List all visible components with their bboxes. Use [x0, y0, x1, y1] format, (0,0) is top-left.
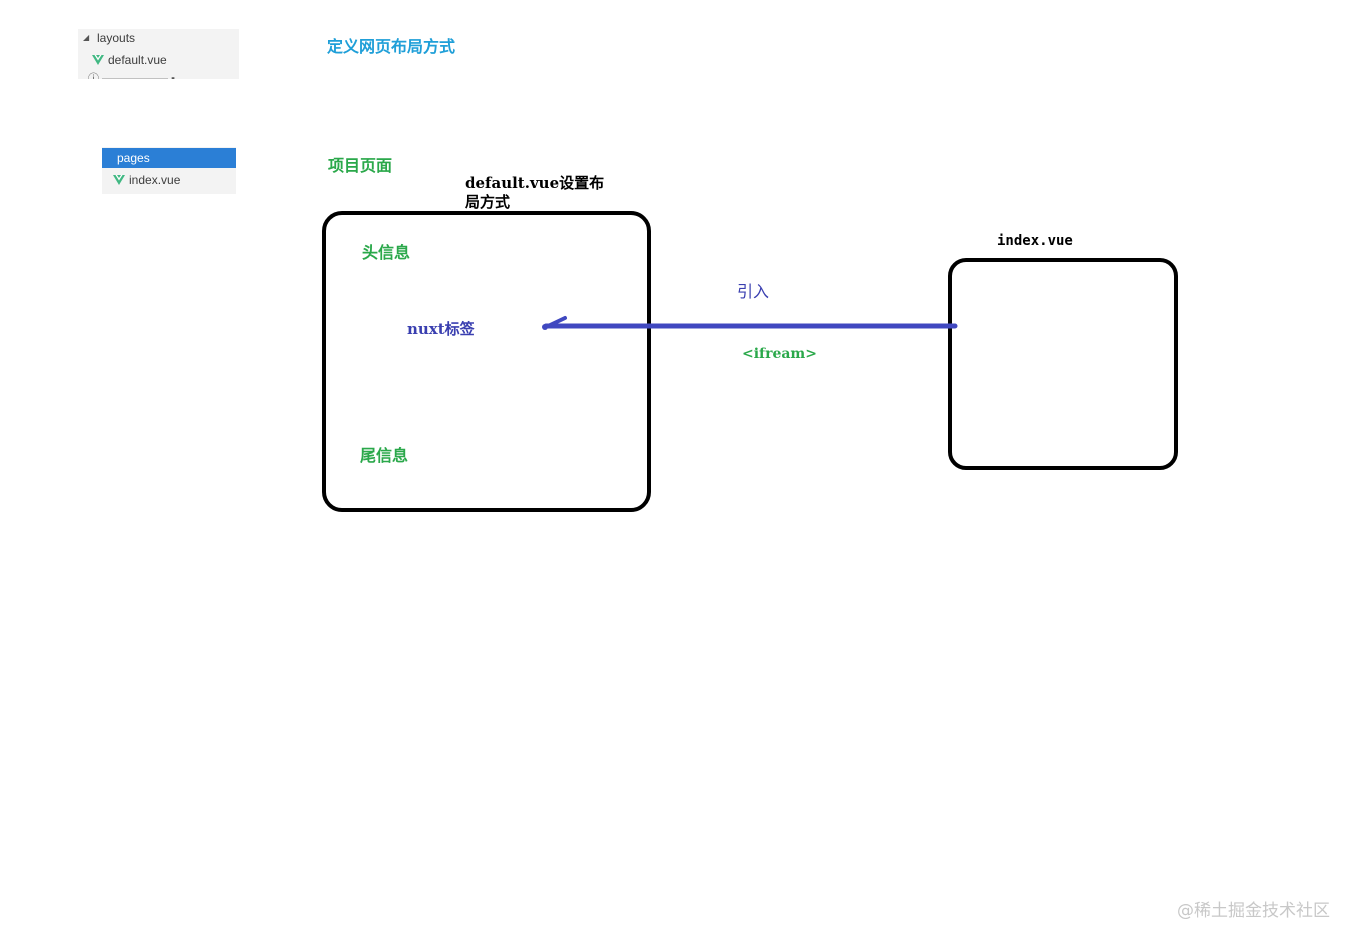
layout-box — [322, 211, 651, 512]
tree-folder-pages[interactable]: pages — [102, 148, 236, 168]
explorer-layouts-panel: ◢ layouts default.vue ⓘ ▬▬▬▬▬▬ ▪ — [78, 29, 239, 79]
index-box — [948, 258, 1178, 470]
explorer-pages-panel: pages index.vue — [102, 147, 236, 194]
layout-caption: default.vue设置布 局方式 — [465, 174, 604, 212]
iframe-label: <ifream> — [742, 346, 817, 362]
head-info-label: 头信息 — [362, 243, 411, 262]
file-label: index.vue — [129, 173, 181, 187]
file-label: default.vue — [108, 53, 167, 67]
layout-caption-line1: default.vue设置布 — [465, 174, 605, 192]
nuxt-tag-label: nuxt标签 — [407, 320, 475, 338]
layout-title: 定义网页布局方式 — [327, 37, 456, 56]
folder-label: layouts — [97, 31, 136, 45]
tree-folder-layouts[interactable]: ◢ layouts — [78, 29, 239, 48]
watermark: @稀土掘金技术社区 — [1177, 901, 1330, 921]
project-pages-title: 项目页面 — [328, 156, 393, 175]
layout-caption-line2: 局方式 — [465, 193, 511, 211]
vue-logo-icon — [113, 175, 125, 185]
include-arrow-head — [544, 316, 567, 329]
folder-label: pages — [117, 151, 150, 165]
include-label: 引入 — [737, 282, 770, 301]
tree-file-index-vue[interactable]: index.vue — [102, 170, 236, 190]
clipped-tree-row: ⓘ ▬▬▬▬▬▬ ▪ — [88, 73, 176, 79]
include-arrow-tip — [542, 324, 548, 330]
index-caption: index.vue — [997, 233, 1073, 249]
tree-file-default-vue[interactable]: default.vue — [78, 50, 239, 70]
tail-info-label: 尾信息 — [360, 446, 409, 465]
vue-logo-icon — [92, 55, 104, 65]
caret-down-icon[interactable]: ◢ — [83, 33, 90, 42]
